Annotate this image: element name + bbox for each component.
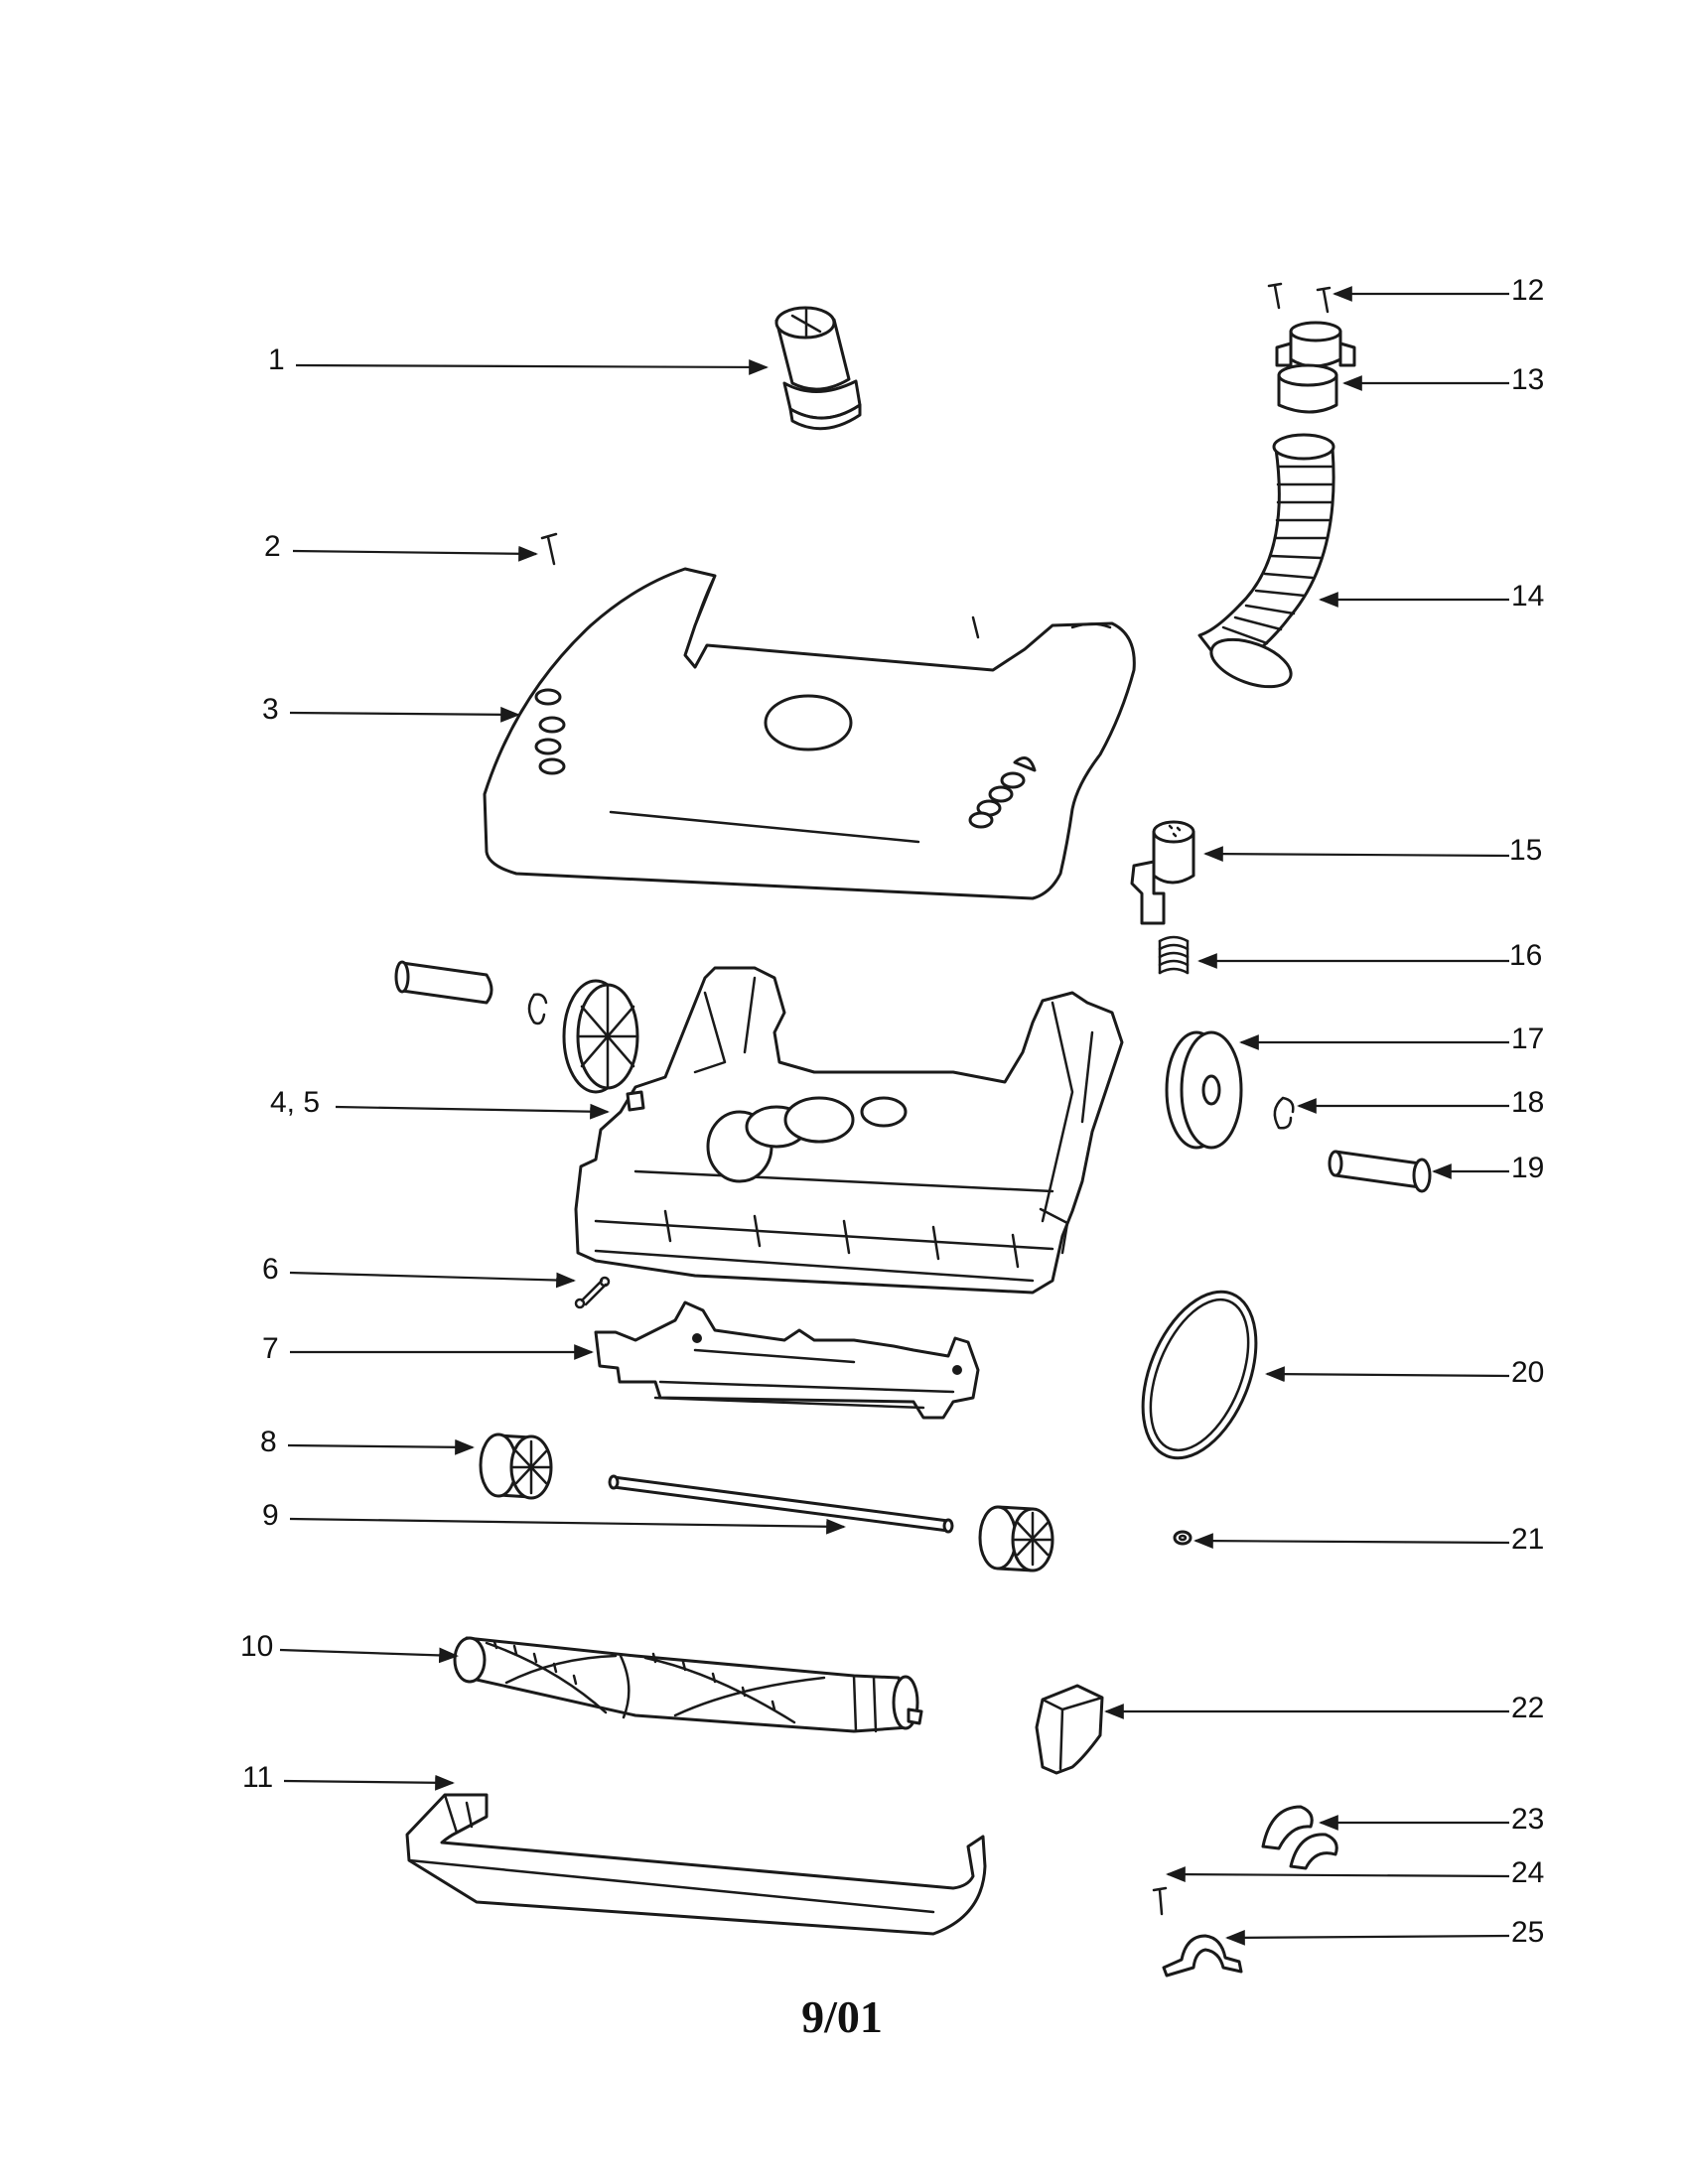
part-19-axle-pin [1328, 1150, 1432, 1193]
callout-16: 16 [1509, 939, 1542, 972]
footer-date: 9/01 [801, 1991, 883, 2042]
part-21-washer [1173, 1530, 1193, 1546]
part-6-spring [574, 1276, 611, 1309]
part-4-5-base-housing [574, 966, 1124, 1295]
callout-18: 18 [1511, 1086, 1544, 1119]
part-14-corrugated-hose [1197, 433, 1335, 689]
callout-labels: 1 2 3 4, 5 6 7 8 9 10 11 12 13 14 15 16 … [240, 274, 1544, 1949]
callout-2: 2 [264, 530, 281, 563]
callout-10: 10 [240, 1630, 273, 1663]
part-23-clips [1261, 1805, 1338, 1870]
callout-4-5: 4, 5 [270, 1086, 320, 1119]
callout-19: 19 [1511, 1152, 1544, 1184]
part-12-screws [1267, 282, 1332, 314]
callout-8: 8 [260, 1426, 277, 1458]
callout-7: 7 [262, 1332, 279, 1365]
callout-23: 23 [1511, 1803, 1544, 1836]
part-16-spring [1158, 935, 1190, 975]
part-17-wheel [1165, 1030, 1243, 1150]
part-left-wheel-assembly [394, 960, 639, 1094]
callout-17: 17 [1511, 1023, 1544, 1055]
part-25-bracket [1162, 1934, 1243, 1978]
callout-21: 21 [1511, 1523, 1544, 1556]
part-24-screw [1152, 1886, 1168, 1916]
callout-9: 9 [262, 1499, 279, 1532]
callout-6: 6 [262, 1253, 279, 1286]
part-20-drive-belt [1141, 1290, 1258, 1460]
callout-14: 14 [1511, 580, 1544, 613]
callout-1: 1 [268, 343, 285, 376]
part-13-hose-coupling [1275, 321, 1356, 414]
callout-25: 25 [1511, 1916, 1544, 1949]
callout-24: 24 [1511, 1856, 1544, 1889]
part-10-brushroll [453, 1636, 923, 1733]
callout-11: 11 [242, 1761, 273, 1794]
part-3-hood-cover [483, 567, 1136, 900]
part-7-bracket-frame [594, 1300, 980, 1420]
part-11-bumper [405, 1793, 987, 1936]
callout-12: 12 [1511, 274, 1544, 307]
part-8-end-cap-right [978, 1505, 1054, 1572]
callout-13: 13 [1511, 363, 1544, 396]
leader-lines [279, 286, 1510, 1946]
callout-15: 15 [1509, 834, 1542, 867]
part-15-height-adjust-knob [1130, 820, 1195, 925]
part-1-hose-connector [774, 306, 862, 431]
part-22-belt-guard-clip [1035, 1684, 1104, 1775]
part-18-clip [1273, 1096, 1295, 1130]
part-2-screw [540, 532, 558, 566]
callout-20: 20 [1511, 1356, 1544, 1389]
part-9-shaft [608, 1474, 954, 1534]
part-8-end-cap [479, 1433, 553, 1500]
callout-3: 3 [262, 693, 279, 726]
callout-22: 22 [1511, 1692, 1544, 1724]
